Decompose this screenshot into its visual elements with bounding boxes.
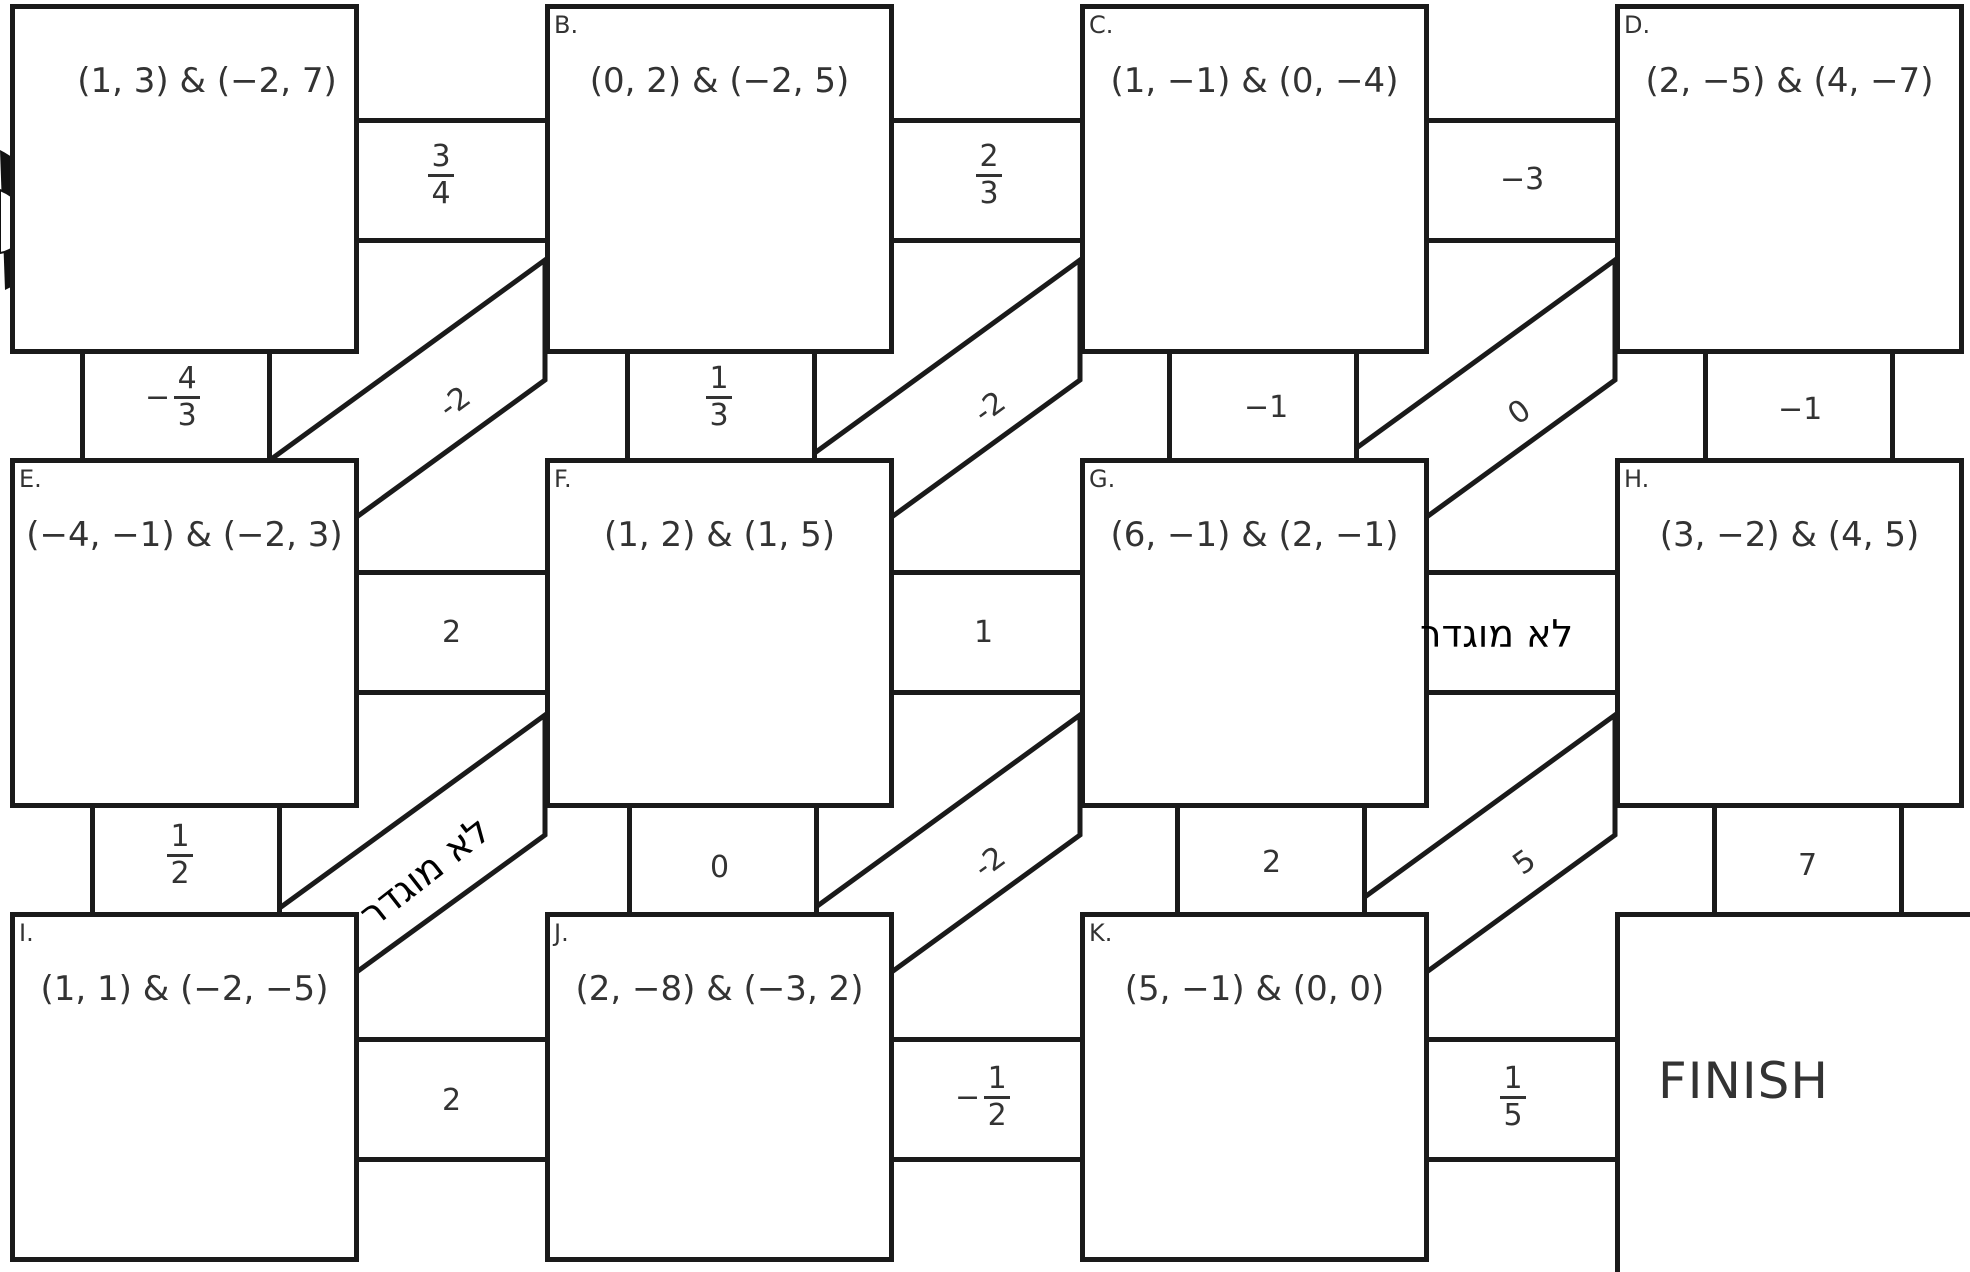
value-e-f: 2: [442, 615, 461, 650]
fraction-denominator: 4: [431, 177, 450, 211]
fraction-numerator: 3: [431, 140, 450, 174]
box-points: (5, −1) & (0, 0): [1085, 969, 1424, 1009]
box-i: I. (1, 1) & (−2, −5): [10, 912, 359, 1262]
box-k: K. (5, −1) & (0, 0): [1080, 912, 1429, 1262]
fraction-numerator: 1: [709, 362, 728, 396]
box-points: (−4, −1) & (−2, 3): [15, 515, 354, 555]
box-letter: F.: [554, 465, 572, 493]
fraction-numerator: 1: [1503, 1062, 1522, 1096]
box-f: F. (1, 2) & (1, 5): [545, 458, 894, 808]
fraction-denominator: 3: [178, 399, 197, 433]
box-points: (3, −2) & (4, 5): [1620, 515, 1959, 555]
fraction-denominator: 2: [170, 857, 189, 891]
value-d-h: −1: [1778, 392, 1822, 427]
value-f-g: 1: [974, 615, 993, 650]
value-f-j: 0: [710, 850, 729, 885]
box-letter: D.: [1624, 11, 1650, 39]
box-letter: H.: [1624, 465, 1649, 493]
box-letter: I.: [19, 919, 34, 947]
minus-sign: −: [145, 380, 170, 415]
box-letter: B.: [554, 11, 578, 39]
box-points: (0, 2) & (−2, 5): [550, 61, 889, 101]
box-h: H. (3, −2) & (4, 5): [1615, 458, 1964, 808]
fraction-denominator: 5: [1503, 1099, 1522, 1133]
box-letter: K.: [1089, 919, 1112, 947]
box-c: C. (1, −1) & (0, −4): [1080, 4, 1429, 354]
box-b: B. (0, 2) & (−2, 5): [545, 4, 894, 354]
fraction-numerator: 2: [979, 140, 998, 174]
value-c-d: −3: [1500, 162, 1544, 197]
box-points: (2, −5) & (4, −7): [1620, 61, 1959, 101]
fraction-numerator: 1: [988, 1062, 1007, 1096]
value-g-k: 2: [1262, 845, 1281, 880]
value-i-j: 2: [442, 1083, 461, 1118]
box-d: D. (2, −5) & (4, −7): [1615, 4, 1964, 354]
value-c-g: −1: [1244, 390, 1288, 425]
box-letter: J.: [554, 919, 569, 947]
box-points: (1, 3) & (−2, 7): [15, 61, 354, 101]
box-points: (1, 2) & (1, 5): [550, 515, 889, 555]
box-points: (1, −1) & (0, −4): [1085, 61, 1424, 101]
box-e: E. (−4, −1) & (−2, 3): [10, 458, 359, 808]
box-j: J. (2, −8) & (−3, 2): [545, 912, 894, 1262]
box-g: G. (6, −1) & (2, −1): [1080, 458, 1429, 808]
fraction-numerator: 1: [170, 820, 189, 854]
fraction-denominator: 3: [709, 399, 728, 433]
box-letter: G.: [1089, 465, 1115, 493]
box-points: (6, −1) & (2, −1): [1085, 515, 1424, 555]
minus-sign: −: [955, 1080, 980, 1115]
box-letter: E.: [19, 465, 42, 493]
box-points: (1, 1) & (−2, −5): [15, 969, 354, 1009]
fraction-denominator: 3: [979, 177, 998, 211]
box-letter: C.: [1089, 11, 1113, 39]
box-a: (1, 3) & (−2, 7): [10, 4, 359, 354]
value-h-finish: 7: [1798, 848, 1817, 883]
finish-label: FINISH: [1658, 1052, 1829, 1110]
value-g-h: לא מוגדר: [1420, 612, 1573, 656]
fraction-denominator: 2: [988, 1099, 1007, 1133]
box-points: (2, −8) & (−3, 2): [550, 969, 889, 1009]
fraction-numerator: 4: [178, 362, 197, 396]
